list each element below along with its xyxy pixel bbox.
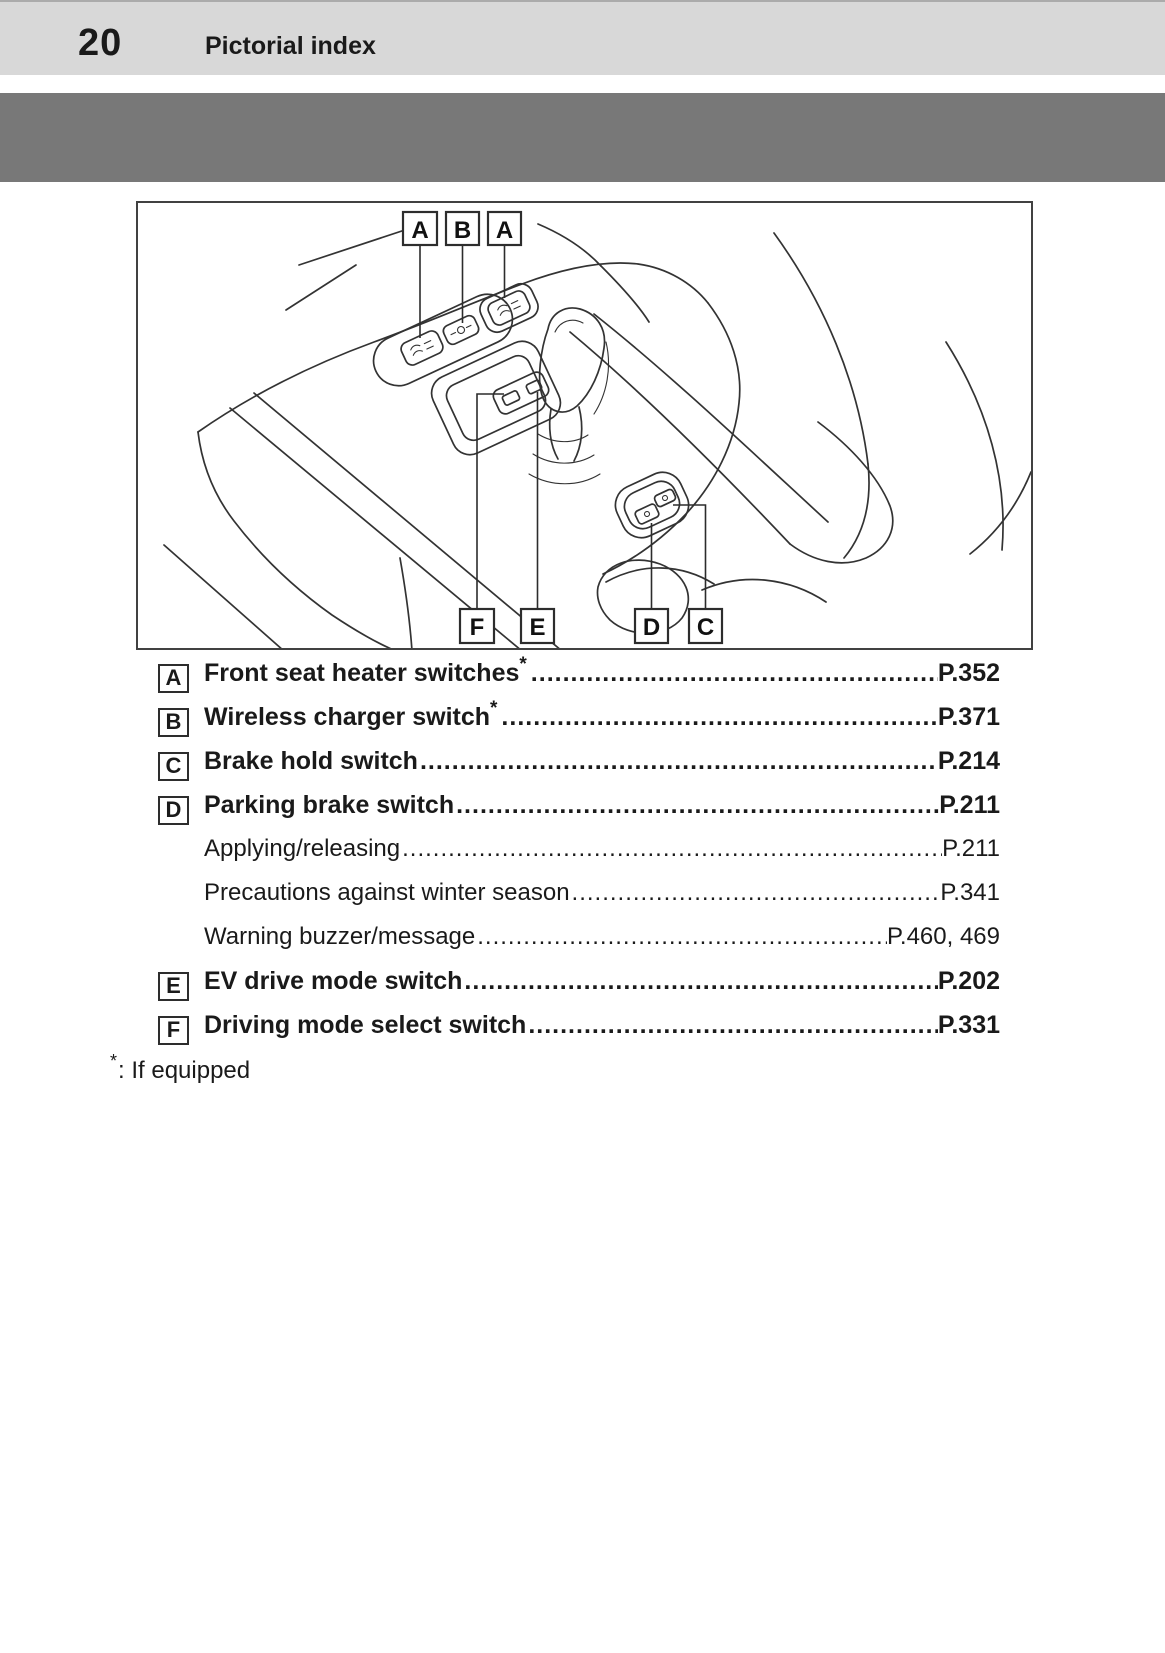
section-title: Pictorial index: [205, 32, 376, 60]
index-rows: A Front seat heater switches * P.352 B W…: [158, 654, 1000, 1055]
console-diagram: A B A F E D C: [136, 201, 1033, 650]
entry-label: B: [165, 709, 182, 734]
svg-text:A: A: [496, 217, 513, 244]
dot-leader: [462, 967, 937, 996]
entry-page: P.211: [939, 791, 1000, 819]
svg-text:A: A: [411, 217, 428, 244]
entry-label: F: [166, 1017, 181, 1042]
svg-text:B: B: [454, 217, 471, 244]
diagram-labels: A B A F E D C: [401, 210, 724, 645]
entry-title: Brake hold switch: [204, 747, 418, 775]
svg-text:F: F: [470, 614, 485, 641]
diagram-label-a-left: A: [401, 210, 439, 247]
entry-title: EV drive mode switch: [204, 967, 463, 995]
entry-page: P.371: [937, 703, 1000, 731]
dot-leader: [529, 659, 938, 688]
entry-label: E: [166, 973, 181, 998]
entry-label: D: [165, 797, 182, 822]
parking-brake-switch: [634, 503, 660, 525]
entry-label: C: [165, 753, 182, 778]
index-entry: C Brake hold switch * P.214: [158, 747, 1000, 791]
dot-leader: [570, 879, 941, 907]
brake-hold-switch: [653, 488, 677, 508]
page-header-band: 20 Pictorial index: [0, 0, 1165, 75]
entry-title: Driving mode select switch: [204, 1011, 527, 1039]
entry-label-box: A: [158, 663, 189, 693]
wireless-charger-button: [442, 314, 480, 346]
index-entry: F Driving mode select switch * P.331: [158, 1011, 1000, 1055]
entry-label-box: E: [158, 971, 189, 1001]
shift-knob: [538, 307, 606, 413]
diagram-label-b: B: [444, 210, 481, 247]
pictorial-index-list: A Front seat heater switches * P.352 B W…: [158, 654, 1000, 1055]
svg-text:D: D: [643, 614, 660, 641]
console-line-art: A B A F E D C: [163, 210, 1031, 648]
footnote-asterisk: *: [110, 1051, 118, 1071]
dot-leader: [400, 835, 942, 863]
diagram-label-d: D: [633, 607, 670, 645]
entry-page: P.341: [940, 879, 1000, 906]
dot-leader: [526, 1011, 938, 1040]
entry-label: A: [165, 665, 182, 690]
index-entry: D Parking brake switch * P.211: [158, 791, 1000, 835]
entry-title: Wireless charger switch: [204, 703, 491, 731]
index-entry: B Wireless charger switch * P.371: [158, 698, 1000, 747]
entry-page: P.460, 469: [886, 923, 1000, 950]
diagram-label-c: C: [687, 607, 724, 645]
footnote: *: If equipped: [110, 1051, 251, 1085]
entry-title: Precautions against winter season: [204, 879, 570, 906]
dot-leader: [475, 923, 887, 951]
entry-title: Applying/releasing: [204, 835, 401, 862]
seat-heater-left-button: [400, 330, 444, 366]
entry-label-box: F: [158, 1015, 189, 1045]
entry-page: P.211: [942, 835, 1000, 862]
entry-label-box: B: [158, 707, 189, 737]
entry-page: P.352: [937, 659, 1000, 687]
chapter-color-band: [0, 93, 1165, 182]
entry-page: P.331: [937, 1011, 1000, 1039]
entry-page: P.202: [937, 967, 1000, 995]
dot-leader: [499, 703, 937, 732]
diagram-label-a-right: A: [486, 210, 523, 247]
leader-lines: [419, 245, 707, 609]
index-entry: Warning buzzer/message * P.460, 469: [158, 923, 1000, 967]
entry-title: Warning buzzer/message: [204, 923, 476, 950]
svg-text:C: C: [697, 614, 714, 641]
asterisk-mark: *: [519, 654, 527, 675]
entry-label-box: D: [158, 795, 189, 825]
entry-title: Front seat heater switches: [204, 659, 520, 687]
driving-mode-select-button: [501, 390, 521, 406]
index-entry: Applying/releasing * P.211: [158, 835, 1000, 879]
footnote-text: : If equipped: [118, 1057, 251, 1084]
page-number: 20: [78, 22, 123, 64]
dot-leader: [418, 747, 938, 776]
index-entry: A Front seat heater switches * P.352: [158, 654, 1000, 703]
entry-page: P.214: [937, 747, 1000, 775]
asterisk-mark: *: [490, 698, 498, 719]
entry-title: Parking brake switch: [204, 791, 455, 819]
dot-leader: [454, 791, 939, 820]
console-drawing: [163, 223, 1031, 648]
diagram-label-f: F: [458, 607, 496, 645]
svg-text:E: E: [529, 614, 545, 641]
index-entry: Precautions against winter season * P.34…: [158, 879, 1000, 923]
index-entry: E EV drive mode switch * P.202: [158, 967, 1000, 1011]
entry-label-box: C: [158, 751, 189, 781]
diagram-label-e: E: [519, 607, 556, 645]
